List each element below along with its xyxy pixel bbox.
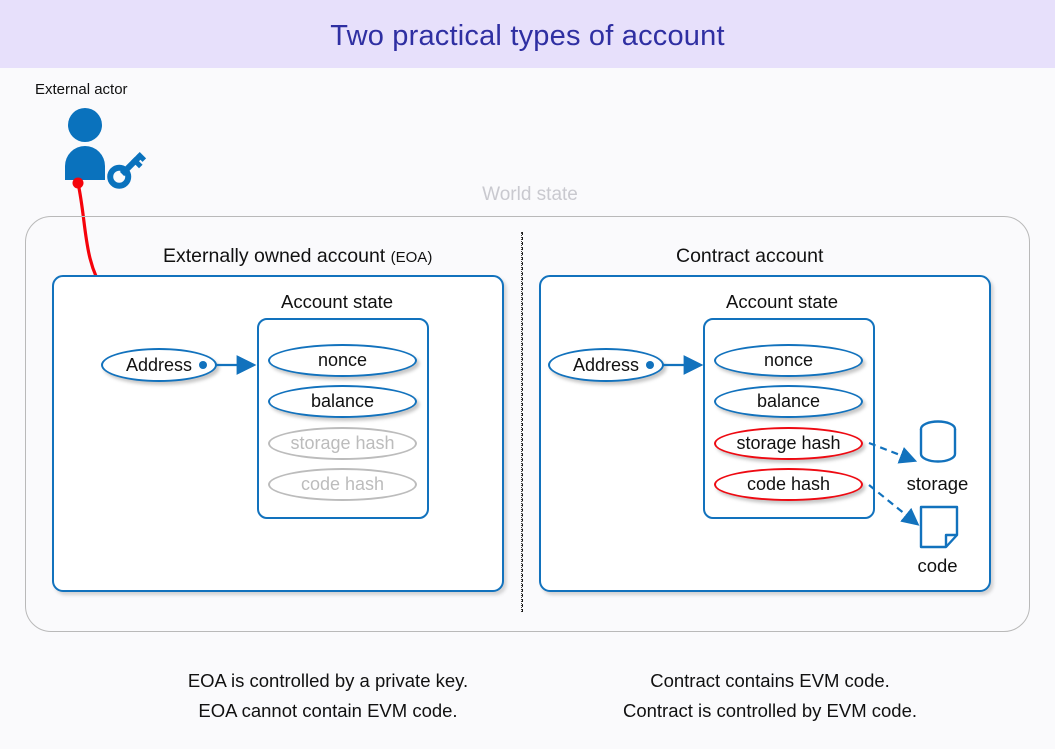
- contract-field-code-hash[interactable]: code hash: [714, 468, 863, 501]
- contract-caption-line-2: Contract is controlled by EVM code.: [622, 700, 918, 721]
- world-state-container: [25, 216, 1030, 632]
- external-actor-label: External actor: [35, 81, 128, 98]
- eoa-field-balance-label: balance: [310, 391, 375, 411]
- contract-address-ellipse[interactable]: Address: [548, 348, 664, 382]
- eoa-address-connector-dot: [199, 361, 207, 369]
- contract-field-balance[interactable]: balance: [714, 385, 863, 418]
- world-state-label: World state: [482, 184, 578, 205]
- document-note-icon: [919, 505, 959, 549]
- contract-caption: Contract contains EVM code. Contract is …: [540, 666, 1000, 726]
- title-bar: [0, 0, 1055, 68]
- eoa-title-main: Externally owned account: [163, 245, 386, 267]
- eoa-field-storage-hash: storage hash: [268, 427, 417, 460]
- contract-field-code-hash-label: code hash: [746, 474, 831, 494]
- eoa-title-sub: (EOA): [390, 249, 433, 266]
- contract-panel-title: Contract account: [676, 245, 823, 268]
- contract-address-connector-dot: [646, 361, 654, 369]
- eoa-panel-title: Externally owned account (EOA): [163, 245, 432, 268]
- eoa-caption-line-2: EOA cannot contain EVM code.: [198, 700, 458, 721]
- eoa-field-code-hash: code hash: [268, 468, 417, 501]
- storage-icon-label: storage: [906, 473, 969, 494]
- panel-divider: [521, 232, 523, 612]
- contract-account-state-title: Account state: [726, 291, 839, 312]
- contract-field-storage-hash[interactable]: storage hash: [714, 427, 863, 460]
- code-icon-label: code: [917, 555, 958, 576]
- eoa-caption: EOA is controlled by a private key. EOA …: [98, 666, 558, 726]
- eoa-caption-line-1: EOA is controlled by a private key.: [187, 670, 469, 691]
- contract-field-balance-label: balance: [756, 391, 821, 411]
- contract-address-label: Address: [572, 354, 640, 375]
- contract-caption-line-1: Contract contains EVM code.: [650, 670, 890, 691]
- eoa-field-balance[interactable]: balance: [268, 385, 417, 418]
- eoa-address-ellipse[interactable]: Address: [101, 348, 217, 382]
- contract-field-nonce[interactable]: nonce: [714, 344, 863, 377]
- person-icon: [65, 108, 105, 180]
- eoa-address-label: Address: [125, 354, 193, 375]
- eoa-account-state-title: Account state: [281, 291, 394, 312]
- eoa-field-nonce[interactable]: nonce: [268, 344, 417, 377]
- eoa-field-storage-hash-label: storage hash: [290, 433, 395, 453]
- contract-title-main: Contract account: [676, 245, 824, 267]
- eoa-field-code-hash-label: code hash: [300, 474, 385, 494]
- eoa-field-nonce-label: nonce: [317, 350, 368, 370]
- key-icon: [107, 152, 147, 189]
- database-cylinder-icon: [919, 420, 957, 463]
- contract-field-nonce-label: nonce: [763, 350, 814, 370]
- page-title: Two practical types of account: [330, 20, 725, 52]
- contract-field-storage-hash-label: storage hash: [736, 433, 841, 453]
